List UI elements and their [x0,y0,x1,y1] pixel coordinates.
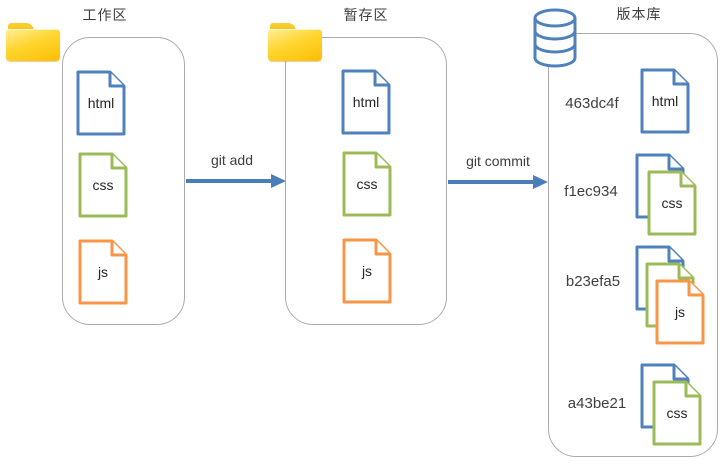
file-label: css [356,176,378,192]
file-icon-css: css [341,150,393,218]
file-icon-html: html [340,68,392,136]
commit-hash: 463dc4f [565,95,619,112]
folder-body [268,29,322,61]
file-label: css [92,177,114,193]
file-icon-js: js [77,238,129,306]
git-add-label: git add [210,152,254,168]
file-label: css [661,195,683,211]
database-icon [531,7,579,74]
file-label: js [674,304,686,320]
file-label: html [87,95,115,111]
commit-hash: b23efa5 [565,273,621,290]
file-icon-js: js [341,237,393,305]
file-icon-html: html [639,67,691,135]
file-label: html [352,94,380,110]
git-add-arrow-icon [185,173,287,194]
file-label: js [97,264,109,280]
git-commit-label: git commit [466,153,530,169]
file-label: js [361,263,373,279]
commit-hash: f1ec934 [564,183,618,200]
repository-title: 版本库 [616,6,662,22]
file-label: css [666,405,688,421]
commit-hash: a43be21 [567,395,627,412]
folder-icon [6,23,60,61]
folder-icon [268,23,322,61]
folder-body [6,29,60,61]
file-icon-css: css [77,151,129,219]
file-icon-css: css [651,379,703,447]
file-icon-js: js [654,278,706,346]
working-area-title: 工作区 [82,7,128,23]
file-icon-css: css [646,169,698,237]
staging-area-title: 暂存区 [343,7,389,23]
file-icon-html: html [75,69,127,137]
file-label: html [651,93,679,109]
git-commit-arrow-icon [447,174,549,195]
